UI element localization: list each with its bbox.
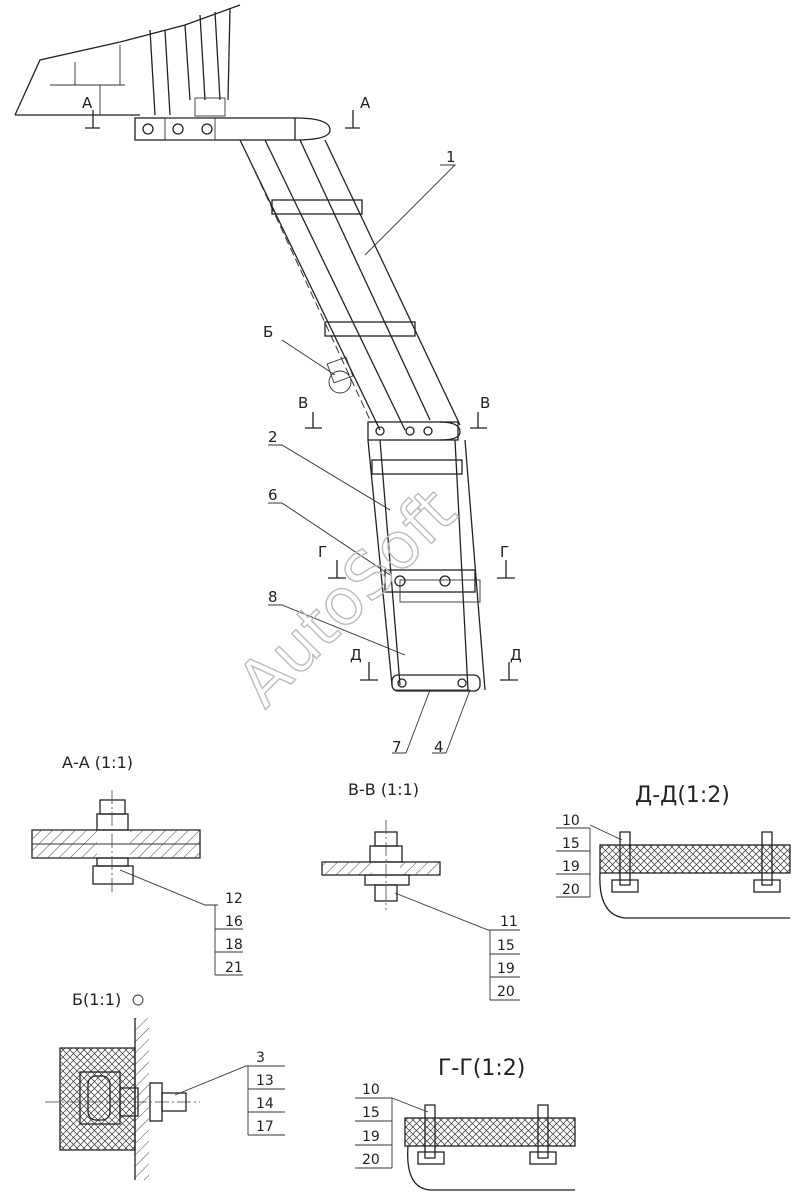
callouts: 1 2 6 8 7 4	[268, 148, 471, 756]
svg-text:А: А	[82, 94, 93, 112]
section-vv-title: В-В (1:1)	[348, 780, 419, 799]
svg-text:3: 3	[256, 1050, 265, 1066]
watermark: AutoSoft	[224, 475, 471, 722]
cab-body	[14, 4, 241, 117]
svg-text:15: 15	[497, 938, 515, 954]
section-marker-v: В В	[298, 394, 490, 429]
svg-text:17: 17	[256, 1119, 274, 1135]
svg-text:20: 20	[497, 984, 515, 1000]
main-view: А А В В Г Г Д Д Б 1 2	[14, 4, 522, 756]
section-marker-d: Д Д	[350, 646, 522, 681]
svg-text:В: В	[480, 394, 490, 412]
detail-b-title: Б(1:1)	[72, 990, 121, 1009]
top-bracket	[134, 117, 331, 141]
svg-text:А: А	[360, 94, 371, 112]
section-gg: Г-Г(1:2) 10 15 19 20	[355, 1056, 576, 1191]
detail-marker-b: Б	[263, 323, 336, 376]
section-gg-parts: 10 15 19 20	[355, 1082, 393, 1169]
svg-text:19: 19	[562, 859, 580, 875]
svg-text:11: 11	[500, 914, 518, 930]
section-aa: А-А (1:1) 12 16 18 21	[31, 753, 243, 976]
svg-text:Б: Б	[263, 323, 273, 341]
svg-text:19: 19	[497, 961, 515, 977]
svg-text:4: 4	[434, 738, 444, 756]
svg-text:13: 13	[256, 1073, 274, 1089]
svg-text:1: 1	[446, 148, 456, 166]
section-aa-title: А-А (1:1)	[62, 753, 133, 772]
svg-text:7: 7	[392, 738, 402, 756]
section-aa-parts: 12 16 18 21	[214, 891, 243, 976]
svg-text:18: 18	[225, 937, 243, 953]
svg-text:10: 10	[362, 1082, 380, 1098]
section-vv-parts: 11 15 19 20	[489, 914, 520, 1001]
svg-text:10: 10	[562, 813, 580, 829]
svg-text:Г: Г	[500, 543, 509, 561]
detail-b-circle-icon	[132, 994, 144, 1006]
svg-text:6: 6	[268, 486, 278, 504]
svg-text:20: 20	[362, 1152, 380, 1168]
svg-text:15: 15	[562, 836, 580, 852]
middle-bracket	[367, 421, 461, 441]
detail-b-parts: 3 13 14 17	[247, 1050, 285, 1136]
svg-text:8: 8	[268, 588, 278, 606]
section-gg-title: Г-Г(1:2)	[438, 1056, 525, 1081]
svg-text:21: 21	[225, 960, 243, 976]
svg-text:Г: Г	[318, 543, 327, 561]
svg-text:14: 14	[256, 1096, 274, 1112]
section-dd-title: Д-Д(1:2)	[635, 783, 730, 808]
section-dd-parts: 10 15 19 20	[556, 813, 591, 898]
svg-text:Д: Д	[350, 646, 362, 664]
svg-text:16: 16	[225, 914, 243, 930]
upper-ladder	[239, 139, 461, 431]
detail-b: Б(1:1) 3 13 14 17	[45, 990, 285, 1180]
svg-text:Д: Д	[510, 646, 522, 664]
lower-ladder	[367, 439, 486, 692]
section-marker-a: А А	[82, 94, 371, 129]
section-marker-g: Г Г	[318, 543, 515, 579]
section-vv: В-В (1:1) 11 15 19 20	[321, 780, 520, 1001]
svg-text:2: 2	[268, 428, 278, 446]
svg-text:15: 15	[362, 1105, 380, 1121]
svg-text:12: 12	[225, 891, 243, 907]
section-dd: Д-Д(1:2) 10 15 19 20	[556, 783, 791, 919]
svg-text:20: 20	[562, 882, 580, 898]
svg-text:19: 19	[362, 1129, 380, 1145]
svg-text:В: В	[298, 394, 308, 412]
